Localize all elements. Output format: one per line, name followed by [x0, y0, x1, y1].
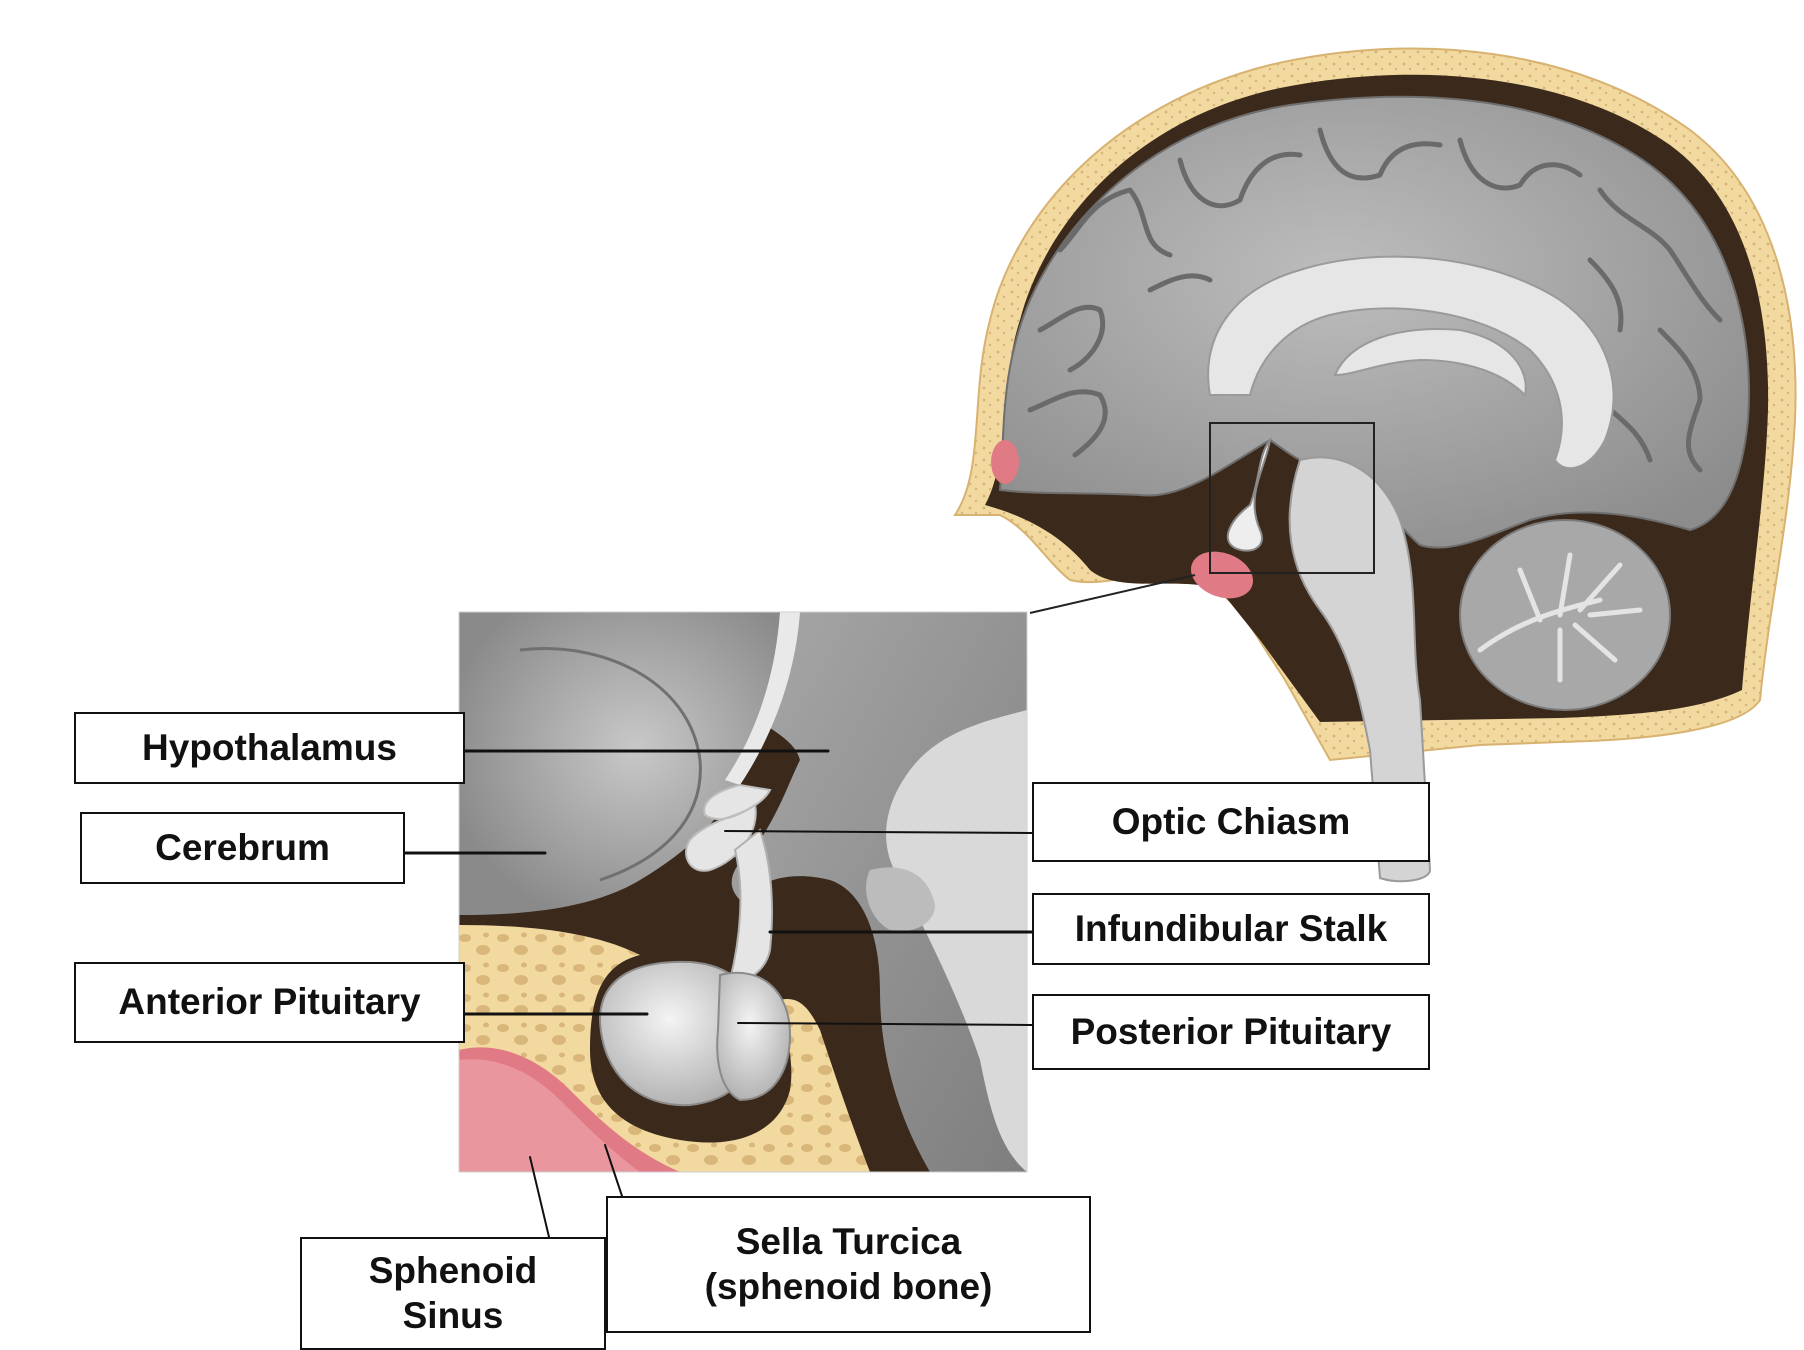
gyri-grooves	[1027, 127, 1723, 473]
label-infundibular-stalk-text: Infundibular Stalk	[1074, 907, 1388, 949]
leader-lines	[403, 749, 1034, 1238]
posterior-pituitary-shape	[716, 971, 792, 1102]
optic-chiasm-shape	[685, 783, 772, 872]
corpus-callosum	[1207, 255, 1615, 470]
magnification-box	[1209, 422, 1375, 574]
label-sphenoid-sinus-line2: Sinus	[402, 1294, 504, 1336]
label-optic-chiasm-text: Optic Chiasm	[1111, 800, 1351, 842]
arbor-vitae	[1477, 552, 1643, 683]
brain-sagittal-illustration	[953, 47, 1797, 883]
third-ventricle	[725, 612, 800, 785]
label-optic-chiasm: Optic Chiasm	[1032, 782, 1430, 862]
leader-sphenoid-sinus	[529, 1156, 550, 1238]
label-cerebrum: Cerebrum	[80, 812, 405, 884]
label-cerebrum-text: Cerebrum	[155, 826, 330, 868]
label-sphenoid-sinus: Sphenoid Sinus	[300, 1237, 606, 1350]
brain-pituitary	[1226, 436, 1272, 552]
pituitary-inset-illustration	[459, 612, 1027, 1172]
label-sella-turcica: Sella Turcica (sphenoid bone)	[606, 1196, 1091, 1333]
label-sphenoid-sinus-line1: Sphenoid	[368, 1250, 538, 1292]
inset-cerebrum	[459, 612, 782, 915]
label-infundibular-stalk: Infundibular Stalk	[1032, 893, 1430, 965]
sphenoid-sinus-small	[1191, 551, 1253, 599]
frontal-sinus	[991, 440, 1019, 484]
label-anterior-pituitary: Anterior Pituitary	[74, 962, 465, 1043]
label-sella-turcica-line2: (sphenoid bone)	[704, 1265, 993, 1307]
leader-sella-turcica	[604, 1144, 623, 1197]
leader-optic-chiasm	[724, 830, 1033, 834]
label-posterior-pituitary: Posterior Pituitary	[1032, 994, 1430, 1070]
inset-connector-line	[1029, 574, 1196, 614]
brainstem	[1288, 456, 1432, 883]
label-hypothalamus-text: Hypothalamus	[142, 726, 397, 768]
label-hypothalamus: Hypothalamus	[74, 712, 465, 784]
label-posterior-pituitary-text: Posterior Pituitary	[1070, 1010, 1392, 1052]
fornix	[1333, 328, 1527, 398]
cerebellum	[1459, 519, 1671, 711]
leader-posterior-pituitary	[737, 1022, 1033, 1026]
label-sella-turcica-line1: Sella Turcica	[735, 1221, 962, 1263]
label-anterior-pituitary-text: Anterior Pituitary	[118, 981, 421, 1023]
